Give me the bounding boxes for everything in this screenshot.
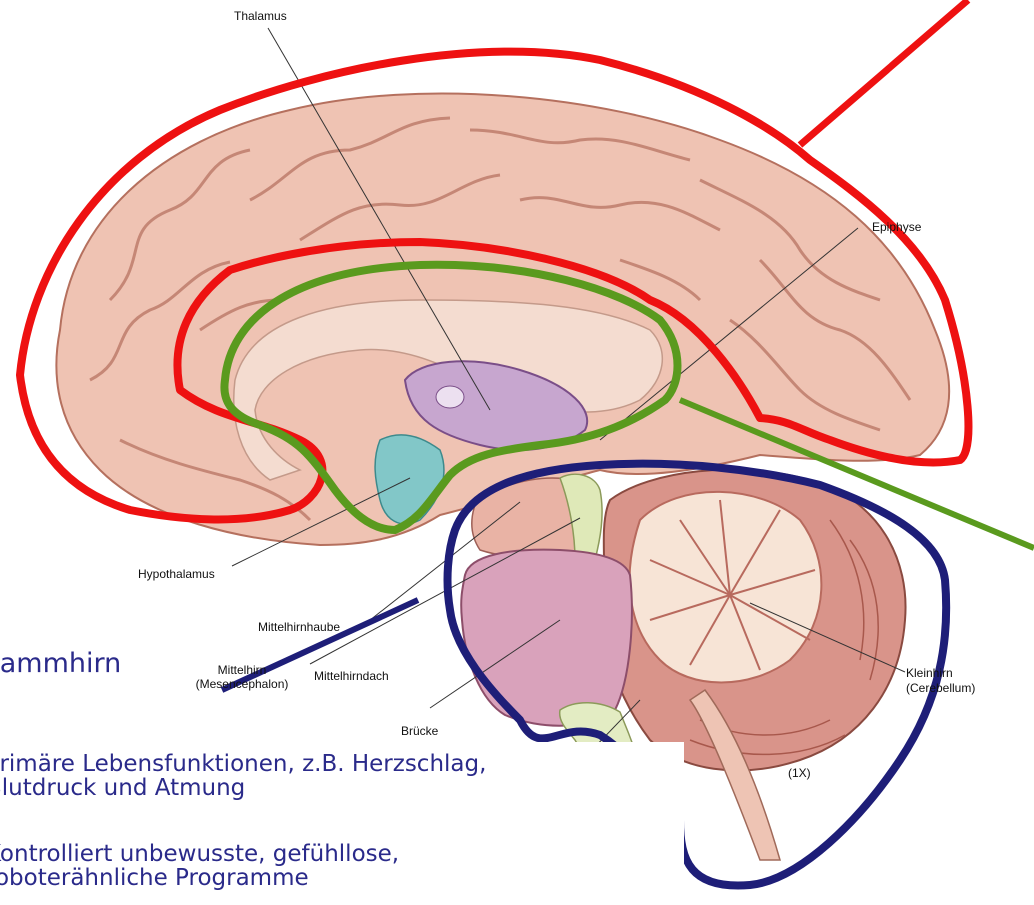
label-thalamus: Thalamus xyxy=(234,9,287,23)
label-mittelhirndach: Mittelhirndach xyxy=(314,669,389,683)
thalamus-spot xyxy=(436,386,464,408)
label-cerebellum: (Cerebellum) xyxy=(906,681,975,695)
label-mesencephalon: (Mesencephalon) xyxy=(186,677,298,691)
label-mittelhirn: Mittelhirn xyxy=(200,663,284,677)
label-hypothalamus: Hypothalamus xyxy=(138,567,215,581)
pons-shape xyxy=(461,550,632,726)
label-epiphyse: Epiphyse xyxy=(872,220,921,234)
label-mittelhirnhaube: Mittelhirnhaube xyxy=(258,620,340,634)
bullet-2-line-2: roboterähnliche Programme xyxy=(0,866,309,890)
slide-title: Stammhirn xyxy=(0,648,121,679)
bullet-box: Primäre Lebensfunktionen, z.B. Herzschla… xyxy=(0,742,684,905)
label-bruecke: Brücke xyxy=(401,724,438,738)
bullet-2-line-1: Kontrolliert unbewusste, gefühllose, xyxy=(0,842,399,866)
neocortex-pointer xyxy=(800,0,968,145)
bullet-1-line-1: Primäre Lebensfunktionen, z.B. Herzschla… xyxy=(0,752,486,776)
label-kleinhirn: Kleinhirn xyxy=(906,666,953,680)
bullet-1-line-2: Blutdruck und Atmung xyxy=(0,776,245,800)
label-magnification: (1X) xyxy=(788,766,811,780)
